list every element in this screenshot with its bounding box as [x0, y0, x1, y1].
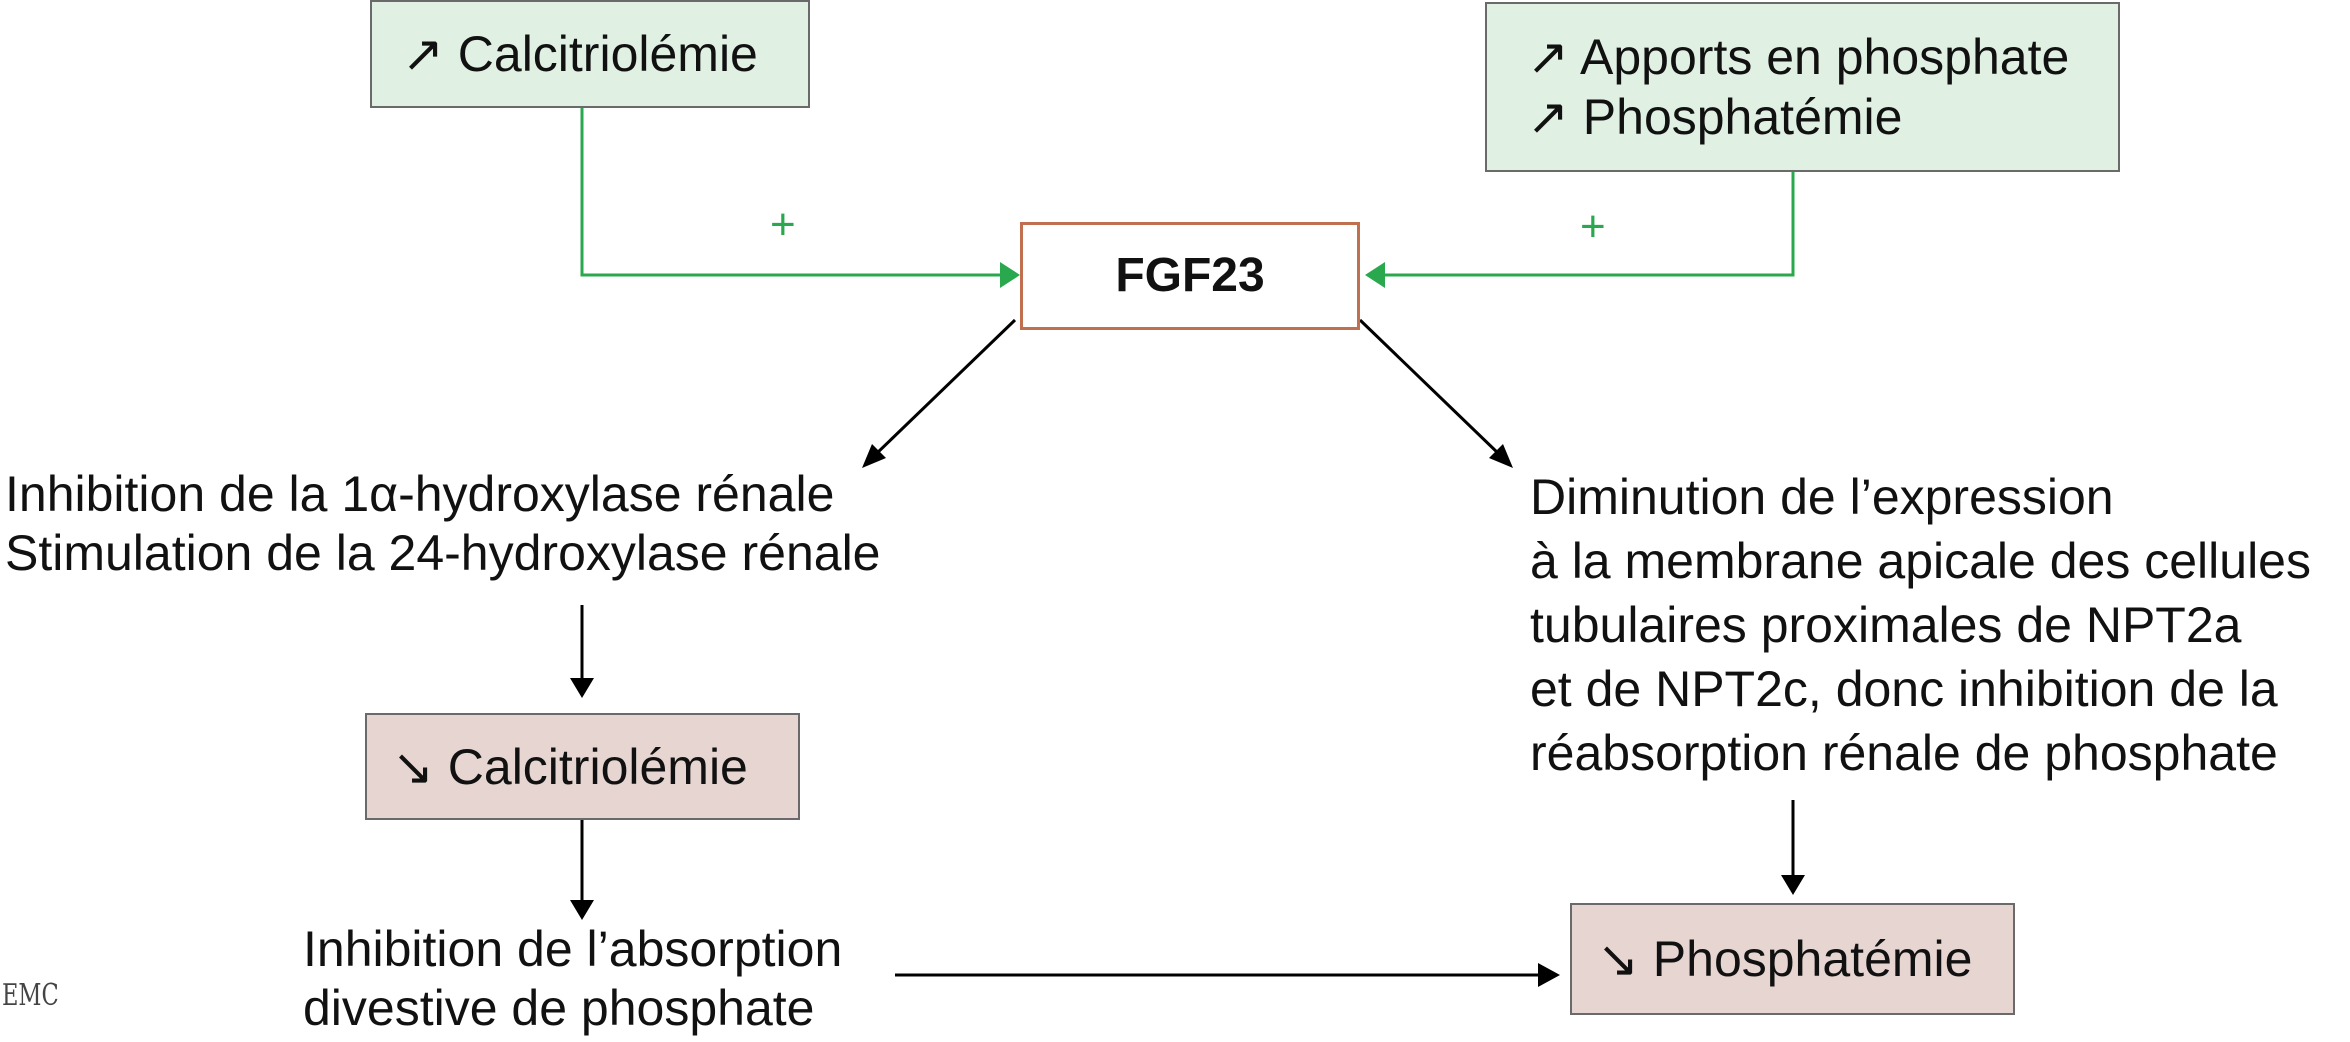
- bottom-absorption-text: Inhibition de l’absorption divestive de …: [303, 920, 842, 1038]
- box-phosphatemia-increase-label: ↗ Phosphatémie: [1527, 89, 1903, 145]
- arrow-calcitriol-to-fgf23: [580, 108, 1000, 277]
- right-mechanism-line: tubulaires proximales de NPT2a: [1530, 597, 2242, 653]
- emc-logo: EMC: [2, 978, 59, 1013]
- arrowhead-left-text-to-calcitriol-down: [570, 678, 594, 698]
- arrow-fgf23-to-right: [1358, 318, 1502, 457]
- box-calcitriol-increase-label: ↗ Calcitriolémie: [402, 26, 758, 82]
- box-fgf23: FGF23: [1020, 222, 1360, 330]
- arrowhead-fgf23-to-right: [1489, 444, 1513, 468]
- arrowhead-fgf23-to-left: [862, 444, 886, 468]
- arrow-phosphate-to-fgf23: [1385, 172, 1795, 277]
- box-phosphate-increase: ↗ Apports en phosphate ↗ Phosphatémie: [1485, 2, 2120, 172]
- plus-sign-left: +: [770, 200, 796, 249]
- right-mechanism-line: à la membrane apicale des cellules: [1530, 533, 2311, 589]
- box-phosphatemia-decrease-label: ↘ Phosphatémie: [1597, 931, 1973, 987]
- arrowhead-calcitriol-down-to-bottom-text: [570, 900, 594, 920]
- plus-sign-right: +: [1580, 202, 1606, 251]
- box-phosphate-intake-label: ↗ Apports en phosphate: [1527, 29, 2070, 85]
- arrowhead-right-text-to-phosphatemia-down: [1781, 875, 1805, 895]
- arrowhead-phosphate-to-fgf23: [1365, 262, 1385, 288]
- box-fgf23-label: FGF23: [1115, 249, 1265, 302]
- left-mechanism-line: Stimulation de la 24-hydroxylase rénale: [5, 525, 881, 581]
- box-phosphatemia-decrease: ↘ Phosphatémie: [1570, 903, 2015, 1015]
- right-mechanism-line: réabsorption rénale de phosphate: [1530, 725, 2278, 781]
- right-mechanism-text: Diminution de l’expression à la membrane…: [1530, 465, 2311, 785]
- left-mechanism-text: Inhibition de la 1α-hydroxylase rénale S…: [5, 465, 881, 583]
- right-mechanism-line: et de NPT2c, donc inhibition de la: [1530, 661, 2278, 717]
- bottom-absorption-line: Inhibition de l’absorption: [303, 921, 843, 977]
- box-calcitriol-decrease-label: ↘ Calcitriolémie: [392, 738, 748, 795]
- box-calcitriol-decrease: ↘ Calcitriolémie: [365, 713, 800, 820]
- right-mechanism-line: Diminution de l’expression: [1530, 469, 2114, 525]
- arrowhead-bottom-text-to-phosphatemia-down: [1538, 963, 1560, 987]
- box-calcitriol-increase: ↗ Calcitriolémie: [370, 0, 810, 108]
- bottom-absorption-line: divestive de phosphate: [303, 980, 815, 1036]
- arrowhead-calcitriol-to-fgf23: [1000, 262, 1020, 288]
- arrow-fgf23-to-left: [873, 318, 1017, 457]
- left-mechanism-line: Inhibition de la 1α-hydroxylase rénale: [5, 466, 835, 522]
